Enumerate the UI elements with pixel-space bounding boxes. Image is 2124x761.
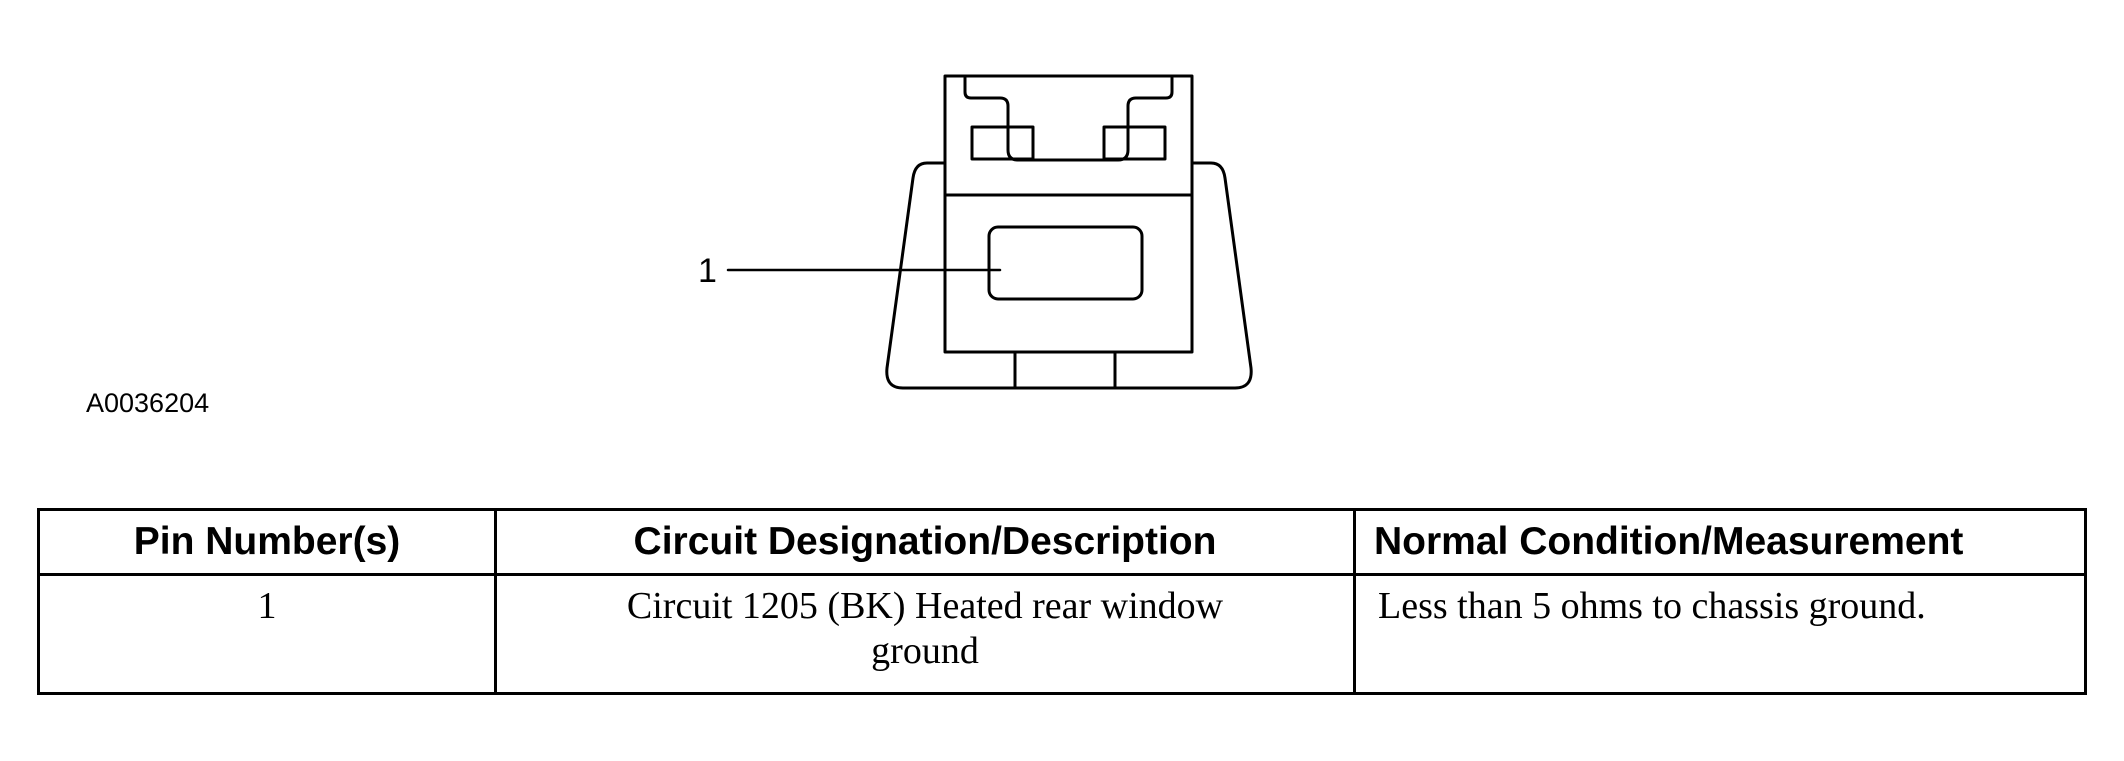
pin-cavity <box>987 225 1144 301</box>
connector-housing <box>943 74 1194 354</box>
right-window <box>1102 125 1167 161</box>
header-circuit-description: Circuit Designation/Description <box>494 508 1356 576</box>
left-window <box>970 125 1035 161</box>
table-header-row: Pin Number(s) Circuit Designation/Descri… <box>37 508 2087 576</box>
header-normal-condition: Normal Condition/Measurement <box>1353 508 2087 576</box>
connector-diagram: 1 <box>698 74 1253 390</box>
pin-table: Pin Number(s) Circuit Designation/Descri… <box>37 508 2087 695</box>
cell-circuit: Circuit 1205 (BK) Heated rear window gro… <box>494 573 1356 695</box>
figure-id: A0036204 <box>86 388 210 418</box>
table-row: 1 Circuit 1205 (BK) Heated rear window g… <box>37 573 2087 695</box>
cell-condition: Less than 5 ohms to chassis ground. <box>1353 573 2087 695</box>
callout-1-label: 1 <box>698 252 717 290</box>
connector-shell <box>885 161 1253 390</box>
header-pin-numbers: Pin Number(s) <box>37 508 497 576</box>
cell-pin: 1 <box>37 573 497 695</box>
cell-circuit-text: Circuit 1205 (BK) Heated rear window gro… <box>626 585 1224 672</box>
locking-tab <box>963 76 1174 162</box>
